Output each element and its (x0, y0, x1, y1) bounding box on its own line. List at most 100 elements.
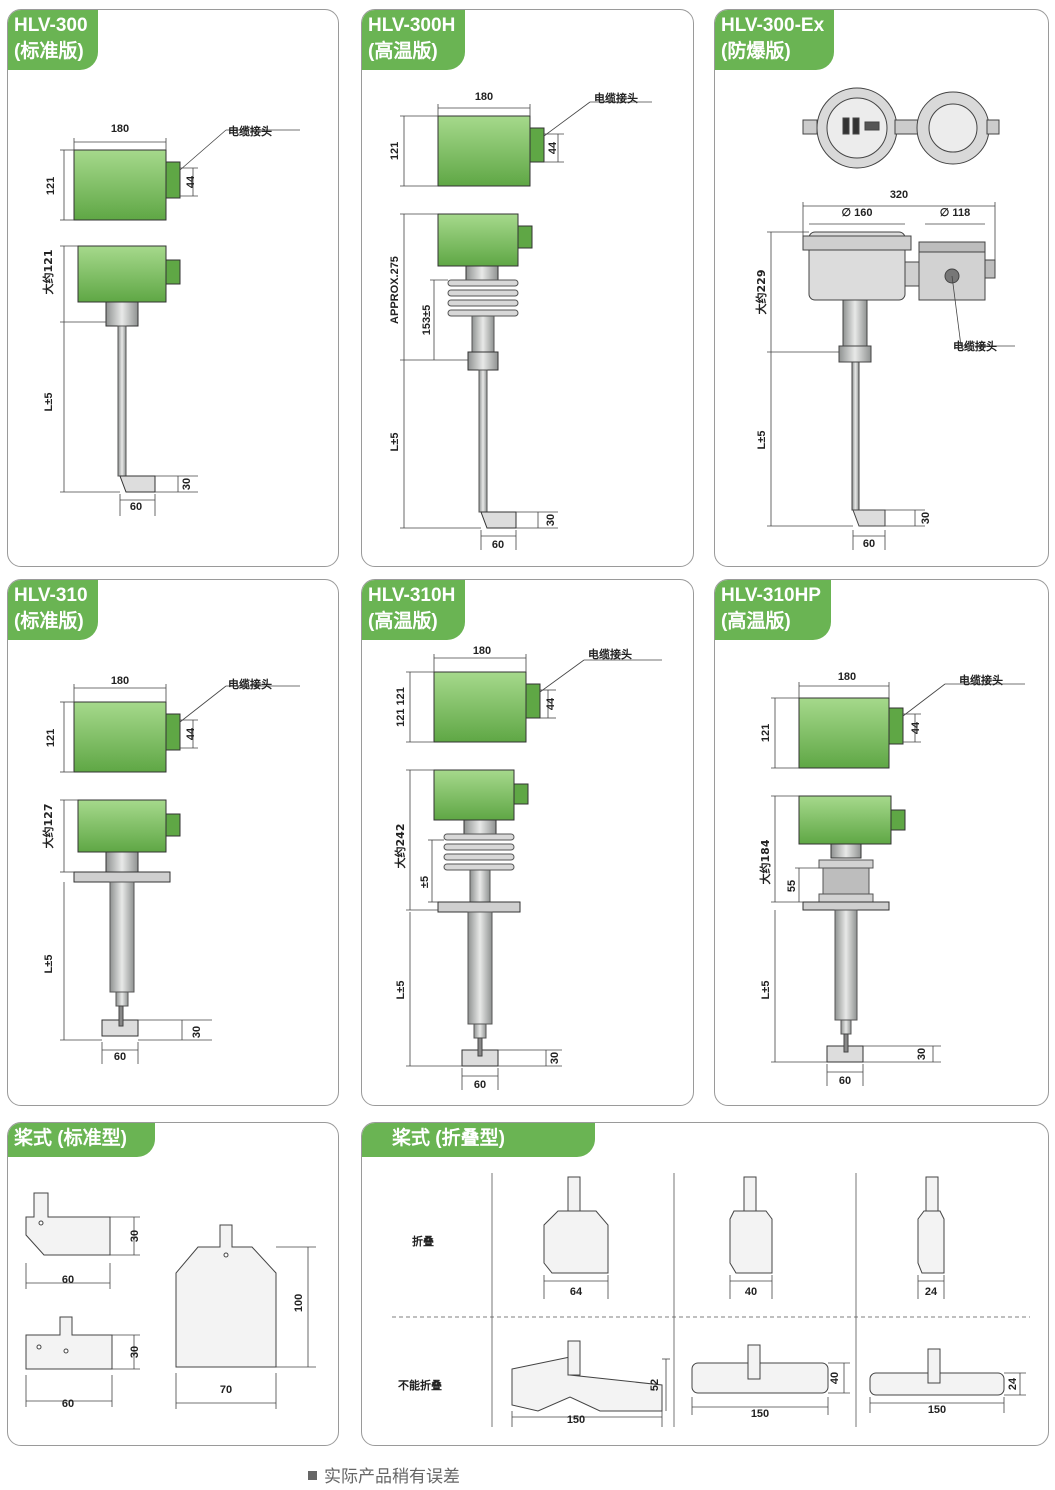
dim-fold-40: 40 (745, 1286, 757, 1298)
label-connector: 电缆接头 (953, 339, 997, 353)
shaft (117, 325, 127, 477)
flange (73, 871, 171, 883)
paddle-type-a (25, 1192, 111, 1256)
dim-fold-64: 64 (570, 1286, 583, 1298)
bullet-square-icon (308, 1471, 317, 1480)
footer-note: 实际产品稍有误差 (308, 1462, 460, 1487)
section-title: 桨式 (折叠型) (392, 1128, 505, 1149)
dim-fixed-3-w: 150 (928, 1404, 946, 1416)
drawing-hlv-300h: 180 121 44 电缆接头 APPROX.275 153±5 L±5 30 … (389, 91, 652, 551)
dim-paddle-w: 60 (492, 539, 504, 551)
panel-hlv-310hp: 180 121 44 电缆接头 大约184 55 L±5 30 60 HLV-3… (714, 579, 1049, 1106)
row-label-non-folding: 不能折叠 (398, 1378, 442, 1392)
dim-width: 180 (111, 675, 129, 687)
panel-hlv-300: 180 121 44 电缆接头 大约121 L±5 30 60 HLV-300 … (7, 9, 339, 567)
dim-fixed-1-h: 52 (649, 1379, 661, 1391)
dim-fixed-2-h: 40 (829, 1372, 841, 1384)
variant-name: (高温版) (721, 611, 791, 632)
dim-length: L±5 (395, 981, 407, 1000)
label-connector: 电缆接头 (228, 124, 272, 138)
variant-name: (高温版) (368, 41, 438, 62)
explosion-proof-housing-side (802, 231, 996, 527)
dim-connector: 44 (185, 175, 197, 188)
row-label-folding: 折叠 (412, 1234, 434, 1248)
dim-b-width: 60 (62, 1398, 74, 1410)
drawing-paddle-standard: 30 60 30 60 100 70 (25, 1192, 316, 1410)
panel-hlv-310h: 180 121 121 44 电缆接头 大约242 ±5 L±5 30 60 H… (361, 579, 694, 1106)
dim-neck: 大约184 (758, 839, 772, 884)
dim-neck: 大约121 (41, 250, 55, 295)
dim-a-width: 60 (62, 1274, 74, 1286)
paddle-type-b (25, 1316, 113, 1370)
dim-paddle-h: 30 (920, 512, 932, 524)
dim-paddle-w: 60 (863, 538, 875, 550)
model-name: HLV-310 (14, 585, 88, 606)
model-name: HLV-300-Ex (721, 15, 825, 36)
footer-text: 实际产品稍有误差 (324, 1467, 460, 1487)
dim-paddle-h: 30 (191, 1026, 203, 1038)
panel-title: HLV-300 (标准版) (8, 10, 98, 70)
dim-paddle-h: 30 (916, 1048, 928, 1060)
cooling-fins (443, 833, 515, 871)
variant-name: (高温版) (368, 611, 438, 632)
dim-length: L±5 (43, 393, 55, 412)
fold-paddle-40 (729, 1210, 773, 1274)
fold-paddle-64 (567, 1176, 581, 1212)
dim-height: 121 121 (395, 687, 407, 727)
panel-title: HLV-300-Ex (防爆版) (715, 10, 835, 70)
cable-connector (529, 127, 545, 163)
fixed-paddle-52 (511, 1356, 663, 1412)
panel-hlv-310: 180 121 44 电缆接头 大约127 L±5 30 60 HLV-310 … (7, 579, 339, 1106)
dim-width: 180 (111, 123, 129, 135)
dim-length: L±5 (756, 431, 768, 450)
panel-hlv-300-ex: 320 ∅ 160 ∅ 118 大约229 电缆接头 L±5 30 60 HLV… (714, 9, 1049, 567)
panel-hlv-300h: 180 121 44 电缆接头 APPROX.275 153±5 L±5 30 … (361, 9, 694, 567)
explosion-proof-housing-top (802, 87, 1000, 169)
dim-height: 121 (389, 142, 401, 160)
panel-title: HLV-310 (标准版) (8, 580, 98, 640)
cable-connector (165, 161, 181, 199)
dim-neck: 大约242 (393, 824, 407, 869)
dim-fold-24: 24 (925, 1286, 938, 1298)
dim-paddle-w: 60 (130, 501, 142, 513)
dim-b-height: 30 (129, 1346, 141, 1358)
dim-fin: 55 (786, 880, 798, 892)
dim-connector: 44 (185, 727, 197, 740)
panel-title: 桨式 (标准型) (8, 1123, 155, 1157)
dim-neck: 大约229 (754, 270, 768, 315)
cooling-fins (447, 279, 519, 317)
dim-paddle-h: 30 (181, 478, 193, 490)
variant-name: (防爆版) (721, 41, 791, 62)
dim-length: L±5 (43, 955, 55, 974)
dim-length: L±5 (760, 981, 772, 1000)
dim-paddle-w: 60 (474, 1079, 486, 1091)
heat-isolator (818, 859, 874, 903)
dim-diameter-2: ∅ 118 (940, 207, 970, 219)
flange (802, 901, 890, 911)
dim-a-height: 30 (129, 1230, 141, 1242)
model-name: HLV-310H (368, 585, 456, 606)
dim-paddle-h: 30 (549, 1052, 561, 1064)
dim-fin: 153±5 (421, 305, 433, 336)
housing-side-view (77, 245, 167, 303)
drawing-hlv-310hp: 180 121 44 电缆接头 大约184 55 L±5 30 60 (758, 671, 1025, 1087)
panel-title: HLV-300H (高温版) (362, 10, 466, 70)
dim-neck: 大约127 (41, 804, 55, 849)
label-connector: 电缆接头 (594, 91, 638, 105)
paddle-type-c (175, 1224, 277, 1368)
dim-connector: 44 (545, 697, 557, 710)
dim-width: 180 (473, 645, 491, 657)
model-name: HLV-300 (14, 15, 88, 36)
drawing-hlv-310: 180 121 44 电缆接头 大约127 L±5 30 60 (41, 675, 300, 1064)
drawing-hlv-300-ex: 320 ∅ 160 ∅ 118 大约229 电缆接头 L±5 30 60 (754, 87, 1015, 550)
panel-paddle-standard: 30 60 30 60 100 70 桨式 (标准型) (7, 1122, 339, 1446)
label-connector: 电缆接头 (588, 647, 632, 661)
paddle (119, 475, 156, 493)
dim-width: 180 (838, 671, 856, 683)
dim-height: 121 (760, 724, 772, 742)
cable-connector (525, 683, 541, 719)
panel-title: HLV-310HP (高温版) (715, 580, 831, 640)
drawing-hlv-300: 180 121 44 电缆接头 大约121 L±5 30 60 (41, 123, 300, 516)
dim-diameter-1: ∅ 160 (842, 207, 873, 219)
dim-connector: 44 (910, 721, 922, 734)
